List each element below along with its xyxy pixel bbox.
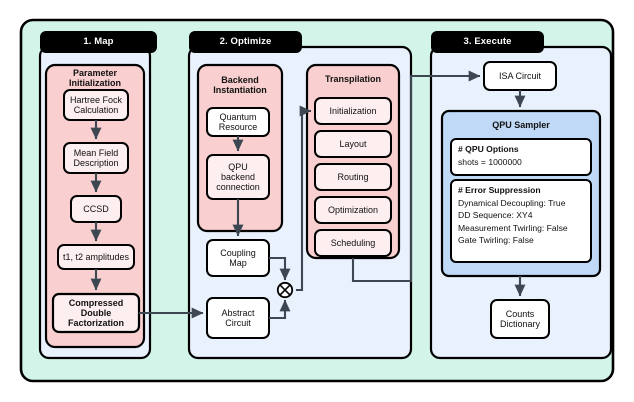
stage-tab-optimize[interactable] (189, 31, 302, 53)
stage-tab-execute[interactable] (431, 31, 544, 53)
stage-tab-map[interactable] (40, 31, 157, 53)
panel-error-suppression[interactable] (450, 179, 592, 263)
node-amplitudes[interactable] (57, 244, 135, 270)
node-qpu-backend-connection[interactable] (206, 154, 270, 200)
edge-abstract-circuit-to-merge (269, 299, 291, 320)
edge-coupling-map-to-merge (269, 256, 291, 281)
node-isa-circuit[interactable] (483, 61, 557, 91)
node-ccsd[interactable] (70, 195, 122, 223)
node-merge-tensor[interactable] (276, 281, 294, 299)
node-mean-field[interactable] (63, 142, 129, 174)
node-coupling-map[interactable] (206, 239, 270, 277)
panel-qpu-options[interactable] (450, 138, 592, 176)
node-transpile-layout[interactable] (314, 130, 392, 158)
edge-transpilation-to-isa-circuit (351, 70, 481, 283)
group-backend-instantiation (196, 63, 284, 233)
node-transpile-routing[interactable] (314, 163, 392, 191)
node-hartree-fock[interactable] (63, 89, 129, 121)
node-transpile-scheduling[interactable] (314, 229, 392, 257)
edge-merge-to-transpilation (296, 105, 312, 292)
node-counts-dictionary[interactable] (490, 299, 550, 339)
node-transpile-initialization[interactable] (314, 97, 392, 125)
node-transpile-optimization[interactable] (314, 196, 392, 224)
node-compressed-double-factorization[interactable] (51, 292, 141, 334)
node-quantum-resource[interactable] (206, 107, 270, 137)
node-abstract-circuit[interactable] (206, 297, 270, 339)
